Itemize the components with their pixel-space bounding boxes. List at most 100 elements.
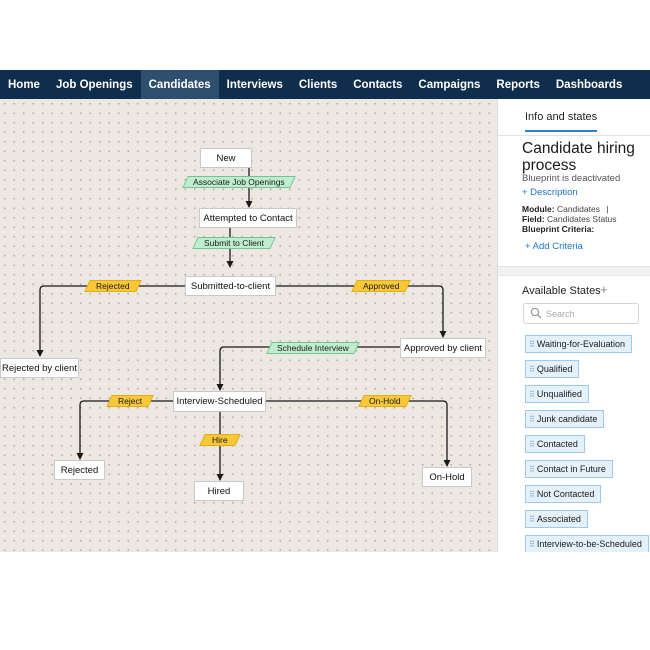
transition-schedule-interview[interactable]: Schedule Interview	[266, 342, 360, 354]
state-node-attempted-to-contact[interactable]: Attempted to Contact	[199, 208, 297, 228]
state-node-label: Hired	[207, 485, 231, 497]
transition-label: Reject	[117, 396, 143, 406]
blueprint-canvas[interactable]: New Associate Job Openings Attempted to …	[0, 99, 497, 552]
state-node-new[interactable]: New	[200, 148, 252, 168]
flow-connectors	[36, 168, 451, 481]
edge-submitted-to-rejected-by-client	[36, 285, 185, 357]
drag-handle-icon[interactable]: ⠿	[529, 339, 535, 349]
state-chip-label: Unqualified	[536, 389, 582, 399]
state-node-label: Attempted to Contact	[203, 212, 293, 224]
panel-section-divider	[498, 266, 650, 276]
edge-interview-to-rejected	[76, 400, 173, 460]
module-value: Candidates	[556, 204, 600, 214]
nav-reports[interactable]: Reports	[496, 78, 540, 91]
state-search-box[interactable]	[523, 303, 639, 324]
state-node-on-hold[interactable]: On-Hold	[422, 467, 472, 487]
state-chip-label: Contact in Future	[536, 464, 606, 474]
transition-rejected[interactable]: Rejected	[84, 280, 142, 292]
state-chip-contacted[interactable]: ⠿ Contacted	[525, 435, 585, 453]
state-node-hired[interactable]: Hired	[194, 481, 244, 501]
state-node-label: On-Hold	[429, 471, 465, 483]
state-chip-waiting-for-evaluation[interactable]: ⠿ Waiting-for-Evaluation	[525, 335, 633, 353]
nav-contacts[interactable]: Contacts	[353, 78, 403, 91]
state-node-label: Submitted-to-client	[190, 280, 271, 292]
state-node-interview-scheduled[interactable]: Interview-Scheduled	[173, 391, 266, 412]
transition-label: Submit to Client	[204, 238, 264, 248]
drag-handle-icon[interactable]: ⠿	[529, 414, 535, 424]
state-chip-qualified[interactable]: ⠿ Qualified	[525, 360, 580, 378]
state-node-label: New	[216, 152, 236, 164]
state-node-label: Rejected	[60, 464, 99, 476]
state-chip-not-contacted[interactable]: ⠿ Not Contacted	[525, 485, 602, 503]
state-node-rejected[interactable]: Rejected	[54, 460, 105, 480]
blueprint-status: Blueprint is deactivated	[522, 173, 621, 184]
edge-interview-to-on-hold	[266, 400, 451, 467]
transition-approved[interactable]: Approved	[351, 280, 411, 292]
transition-label: Approved	[362, 281, 400, 291]
edge-approved-to-interview-scheduled	[216, 346, 400, 391]
module-info: Module: Candidates |	[522, 204, 609, 214]
add-criteria-link[interactable]: + Add Criteria	[525, 241, 583, 252]
add-state-button[interactable]: +	[600, 282, 608, 297]
drag-handle-icon[interactable]: ⠿	[529, 439, 535, 449]
transition-label: Associate Job Openings	[193, 177, 285, 187]
transition-on-hold[interactable]: On-Hold	[358, 395, 412, 407]
state-node-label: Rejected by client	[2, 362, 77, 374]
state-chip-label: Qualified	[536, 364, 573, 374]
criteria-info: Blueprint Criteria:	[522, 224, 594, 234]
add-description-link[interactable]: + Description	[522, 187, 578, 198]
search-input[interactable]	[546, 306, 634, 321]
nav-job-openings[interactable]: Job Openings	[55, 78, 133, 91]
transition-reject[interactable]: Reject	[106, 395, 154, 407]
drag-handle-icon[interactable]: ⠿	[529, 514, 535, 524]
state-chip-junk-candidate[interactable]: ⠿ Junk candidate	[525, 410, 605, 428]
transition-label: Hire	[212, 435, 228, 445]
nav-clients[interactable]: Clients	[298, 78, 338, 91]
nav-interviews[interactable]: Interviews	[226, 78, 283, 91]
state-node-label: Approved by client	[403, 342, 483, 354]
transition-associate-job-openings[interactable]: Associate Job Openings	[182, 176, 296, 188]
drag-handle-icon[interactable]: ⠿	[529, 364, 535, 374]
state-chip-label: Not Contacted	[536, 489, 595, 499]
criteria-label: Blueprint Criteria:	[522, 224, 595, 234]
state-chip-label: Contacted	[536, 439, 578, 449]
state-chip-label: Junk candidate	[536, 414, 598, 424]
state-chip-interview-to-be-scheduled[interactable]: ⠿ Interview-to-be-Scheduled	[525, 535, 649, 552]
state-node-submitted-to-client[interactable]: Submitted-to-client	[185, 276, 276, 296]
nav-campaigns[interactable]: Campaigns	[418, 78, 481, 91]
transition-hire[interactable]: Hire	[199, 434, 241, 446]
nav-dashboards[interactable]: Dashboards	[555, 78, 623, 91]
transition-label: Schedule Interview	[277, 343, 349, 353]
state-chip-associated[interactable]: ⠿ Associated	[525, 510, 588, 528]
drag-handle-icon[interactable]: ⠿	[529, 539, 535, 549]
available-states-heading: Available States	[522, 285, 601, 297]
state-chip-unqualified[interactable]: ⠿ Unqualified	[525, 385, 589, 403]
field-value: Candidates Status	[547, 214, 617, 224]
tab-info-and-states[interactable]: Info and states	[525, 111, 598, 132]
state-node-approved-by-client[interactable]: Approved by client	[400, 338, 486, 358]
state-chip-contact-in-future[interactable]: ⠿ Contact in Future	[525, 460, 613, 478]
transition-label: Rejected	[96, 281, 130, 291]
drag-handle-icon[interactable]: ⠿	[529, 464, 535, 474]
drag-handle-icon[interactable]: ⠿	[529, 489, 535, 499]
blueprint-title: Candidate hiring process	[522, 140, 635, 174]
tab-divider	[498, 135, 650, 136]
module-separator: |	[606, 204, 609, 214]
state-node-rejected-by-client[interactable]: Rejected by client	[0, 358, 79, 378]
transition-submit-to-client[interactable]: Submit to Client	[192, 237, 276, 249]
module-label: Module:	[522, 204, 555, 214]
search-icon	[530, 307, 542, 319]
state-chip-label: Interview-to-be-Scheduled	[536, 539, 642, 549]
top-nav: Home Job Openings Candidates Interviews …	[0, 70, 650, 99]
transition-label: On-Hold	[369, 396, 401, 406]
state-chip-label: Associated	[536, 514, 581, 524]
info-panel: Info and states Candidate hiring process…	[497, 99, 650, 552]
drag-handle-icon[interactable]: ⠿	[529, 389, 535, 399]
nav-home[interactable]: Home	[8, 78, 40, 91]
field-label: Field:	[522, 214, 545, 224]
blueprint-app: Home Job Openings Candidates Interviews …	[0, 70, 650, 552]
nav-candidates[interactable]: Candidates	[140, 70, 219, 99]
field-info: Field: Candidates Status	[522, 214, 617, 224]
edge-submitted-to-approved-by-client	[276, 285, 447, 338]
state-chip-label: Waiting-for-Evaluation	[536, 339, 626, 349]
